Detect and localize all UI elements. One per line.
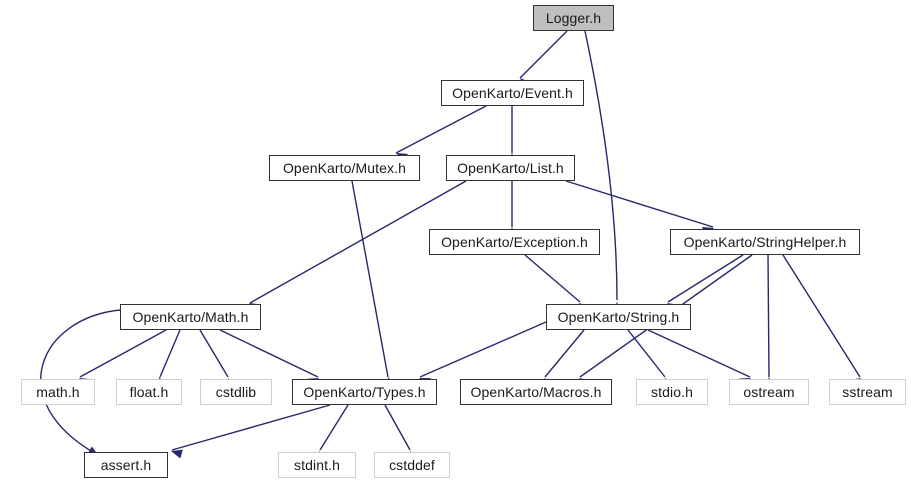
node-label-string: OpenKarto/String.h: [557, 309, 680, 325]
node-ostream[interactable]: ostream: [729, 379, 809, 405]
node-math[interactable]: OpenKarto/Math.h: [120, 304, 261, 330]
edge-exception-to-string: [524, 254, 581, 303]
node-assert[interactable]: assert.h: [84, 452, 168, 478]
arrowhead-types-to-assert: [171, 449, 183, 459]
node-label-assert: assert.h: [100, 457, 152, 473]
edge-event-to-mutex: [395, 105, 487, 154]
edge-stringhelper-to-sstream: [782, 254, 861, 378]
edge-math-to-assert: [40, 309, 121, 455]
edge-string-to-macros: [544, 329, 585, 378]
node-stringhelper[interactable]: OpenKarto/StringHelper.h: [670, 229, 860, 255]
edge-string-to-stdioh: [627, 329, 666, 378]
node-stdint[interactable]: stdint.h: [278, 452, 356, 478]
node-types[interactable]: OpenKarto/Types.h: [292, 379, 437, 405]
node-label-math: OpenKarto/Math.h: [132, 309, 249, 325]
node-label-logger: Logger.h: [545, 10, 602, 26]
node-label-ostream: ostream: [743, 384, 795, 400]
node-mathdoth[interactable]: math.h: [21, 379, 95, 405]
node-list[interactable]: OpenKarto/List.h: [446, 155, 575, 181]
node-cstddef[interactable]: cstddef: [374, 452, 450, 478]
edge-stringhelper-to-string: [667, 254, 744, 303]
edge-logger-to-string: [584, 30, 618, 301]
node-event[interactable]: OpenKarto/Event.h: [441, 80, 584, 106]
node-cstdlib[interactable]: cstdlib: [200, 379, 272, 405]
edge-logger-to-event: [519, 30, 568, 79]
node-sstream[interactable]: sstream: [829, 379, 906, 405]
node-label-list: OpenKarto/List.h: [457, 160, 564, 176]
node-label-cstdlib: cstdlib: [215, 384, 257, 400]
edge-stringhelper-to-ostream: [767, 254, 770, 378]
edge-math-to-floath: [159, 329, 181, 378]
node-label-cstddef: cstddef: [389, 457, 435, 473]
edge-list-to-math: [249, 180, 467, 304]
node-label-mathdoth: math.h: [36, 384, 80, 400]
edge-list-to-stringhelper: [565, 180, 714, 228]
node-exception[interactable]: OpenKarto/Exception.h: [429, 229, 600, 255]
edge-math-to-types: [219, 329, 319, 378]
edge-types-to-assert: [171, 404, 331, 451]
node-macros[interactable]: OpenKarto/Macros.h: [460, 379, 612, 405]
node-stdioh[interactable]: stdio.h: [636, 379, 708, 405]
node-string[interactable]: OpenKarto/String.h: [546, 304, 691, 330]
edge-math-to-mathdoth: [79, 329, 167, 378]
node-label-stringhelper: OpenKarto/StringHelper.h: [683, 234, 847, 250]
node-label-macros: OpenKarto/Macros.h: [470, 384, 602, 400]
node-label-stdioh: stdio.h: [651, 384, 693, 400]
node-logger[interactable]: Logger.h: [533, 5, 614, 31]
node-label-sstream: sstream: [842, 384, 893, 400]
node-label-stdint: stdint.h: [294, 457, 340, 473]
edge-string-to-ostream: [647, 329, 751, 378]
edge-types-to-stdint: [319, 404, 349, 451]
edge-math-to-cstdlib: [199, 329, 229, 378]
node-label-event: OpenKarto/Event.h: [452, 85, 573, 101]
node-label-types: OpenKarto/Types.h: [303, 384, 426, 400]
edge-mutex-to-types: [351, 180, 389, 378]
node-floath[interactable]: float.h: [116, 379, 182, 405]
node-label-floath: float.h: [129, 384, 169, 400]
node-mutex[interactable]: OpenKarto/Mutex.h: [269, 155, 420, 181]
edge-string-to-types: [419, 321, 547, 378]
node-label-mutex: OpenKarto/Mutex.h: [282, 160, 407, 176]
edge-types-to-cstddef: [384, 404, 411, 451]
node-label-exception: OpenKarto/Exception.h: [441, 234, 588, 250]
